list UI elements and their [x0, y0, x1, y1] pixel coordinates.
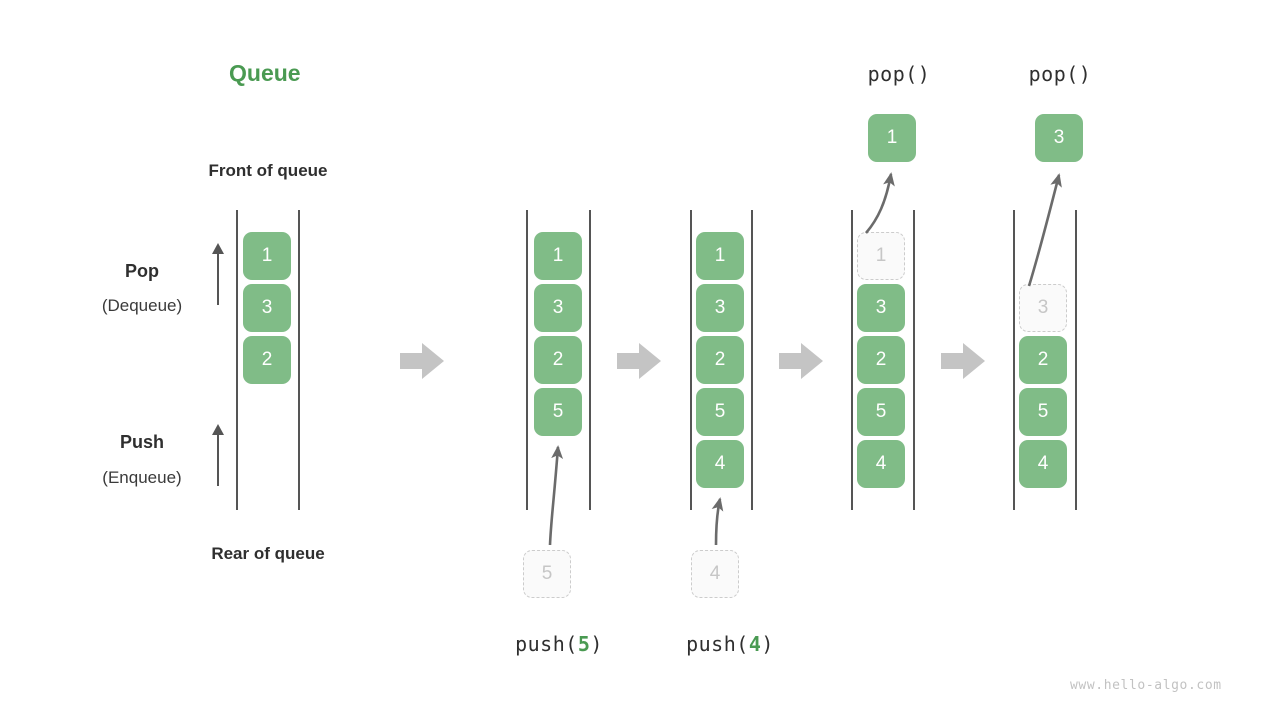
queue-rail-left — [851, 210, 853, 510]
queue-cell-removed: 1 — [857, 232, 905, 280]
push-4-motion-arrow-icon — [711, 497, 724, 546]
push-4-operation-label: push(4) — [650, 632, 810, 656]
push-4-suffix: ) — [761, 632, 774, 656]
queue-cell: 3 — [857, 284, 905, 332]
queue-rail-right — [913, 210, 915, 510]
queue-rail-right — [298, 210, 300, 510]
push-sublabel: (Enqueue) — [102, 468, 182, 487]
queue-cell: 3 — [534, 284, 582, 332]
queue-cell: 3 — [243, 284, 291, 332]
queue-cell: 2 — [1019, 336, 1067, 384]
transition-arrow-icon — [400, 343, 444, 379]
push-4-prefix: push( — [686, 632, 749, 656]
watermark: www.hello-algo.com — [1070, 678, 1222, 693]
queue-rail-right — [589, 210, 591, 510]
queue-cell-removed: 3 — [1019, 284, 1067, 332]
pop-direction-arrow-icon — [211, 243, 225, 305]
rear-of-queue-label: Rear of queue — [211, 544, 325, 563]
pop-3-motion-arrow-icon — [1027, 173, 1062, 287]
push-5-operation-label: push(5) — [479, 632, 639, 656]
queue-cell: 1 — [534, 232, 582, 280]
queue-cell: 2 — [243, 336, 291, 384]
pop-sublabel: (Dequeue) — [101, 296, 183, 315]
queue-rail-left — [236, 210, 238, 510]
push-4-argument: 4 — [748, 632, 762, 656]
push-5-suffix: ) — [590, 632, 603, 656]
queue-cell: 1 — [696, 232, 744, 280]
queue-rail-left — [690, 210, 692, 510]
queue-cell: 4 — [857, 440, 905, 488]
popped-value-cell: 3 — [1035, 114, 1083, 162]
queue-cell: 2 — [857, 336, 905, 384]
push-5-prefix: push( — [515, 632, 578, 656]
queue-cell: 4 — [696, 440, 744, 488]
queue-cell: 5 — [857, 388, 905, 436]
transition-arrow-icon — [779, 343, 823, 379]
queue-cell: 1 — [243, 232, 291, 280]
queue-rail-right — [751, 210, 753, 510]
queue-cell: 5 — [696, 388, 744, 436]
queue-cell: 2 — [534, 336, 582, 384]
transition-arrow-icon — [617, 343, 661, 379]
pop-operation-label-1: pop() — [867, 62, 931, 86]
popped-value-cell: 1 — [868, 114, 916, 162]
page-title: Queue — [229, 60, 301, 86]
push-label: Push — [119, 432, 164, 452]
front-of-queue-label: Front of queue — [208, 161, 328, 180]
queue-cell: 3 — [696, 284, 744, 332]
pending-push-value: 5 — [523, 550, 571, 598]
queue-cell: 4 — [1019, 440, 1067, 488]
push-5-motion-arrow-icon — [548, 445, 564, 546]
pop-operation-label-2: pop() — [1028, 62, 1092, 86]
queue-cell: 5 — [534, 388, 582, 436]
pending-push-value: 4 — [691, 550, 739, 598]
queue-cell: 2 — [696, 336, 744, 384]
queue-rail-left — [1013, 210, 1015, 510]
pop-label: Pop — [125, 261, 159, 281]
transition-arrow-icon — [941, 343, 985, 379]
queue-cell: 5 — [1019, 388, 1067, 436]
queue-rail-left — [526, 210, 528, 510]
push-5-argument: 5 — [577, 632, 591, 656]
queue-rail-right — [1075, 210, 1077, 510]
pop-1-motion-arrow-icon — [865, 172, 895, 234]
push-direction-arrow-icon — [211, 424, 225, 486]
